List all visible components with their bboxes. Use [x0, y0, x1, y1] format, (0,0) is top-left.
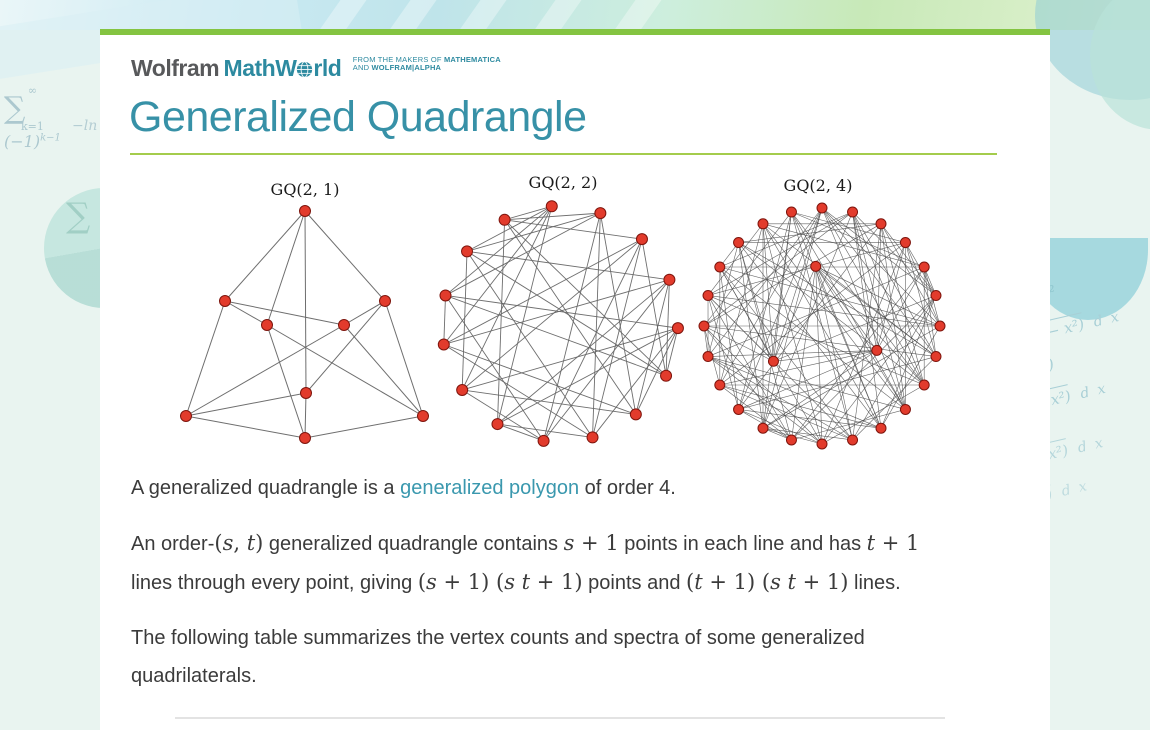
text-segment: points and	[582, 572, 687, 594]
text-segment: ,	[233, 531, 247, 555]
text-segment: + 1	[574, 531, 619, 555]
text-segment: lines.	[848, 572, 901, 594]
page-title: Generalized Quadrangle	[129, 93, 587, 141]
text-segment: t	[866, 531, 876, 555]
text-segment: (	[686, 570, 695, 594]
logo-tagline: FROM THE MAKERS OF MATHEMATICA AND WOLFR…	[352, 54, 501, 72]
text-segment: quadrilaterals.	[131, 665, 257, 687]
generalized-polygon-link[interactable]: generalized polygon	[400, 477, 580, 499]
text-segment: points in each line and has	[618, 533, 867, 555]
paragraph-table-intro: The following table summarizes the verte…	[131, 619, 1031, 695]
text-segment: (	[417, 570, 427, 594]
text-segment: + 1)	[530, 570, 583, 594]
text-segment: lines through every point, giving	[131, 572, 418, 594]
text-segment: s t	[504, 570, 531, 594]
table-top-border	[175, 717, 945, 719]
logo-wolfram-text: Wolfram	[131, 55, 220, 81]
gq24-graph-label: GQ(2, 4)	[784, 176, 853, 195]
gq24-graph-image: GQ(2, 4)	[698, 176, 946, 450]
background-formula-sum2: ∑	[66, 196, 91, 236]
text-segment: )	[255, 531, 264, 555]
text-segment: s t	[770, 570, 796, 594]
text-segment: An order-	[131, 533, 215, 555]
text-segment: of order 4.	[579, 477, 676, 499]
text-segment: + 1) (	[436, 570, 505, 594]
gq22-graph-label: GQ(2, 2)	[529, 173, 598, 192]
globe-icon	[296, 57, 313, 84]
title-underline-rule	[130, 153, 997, 155]
text-segment: The following table summarizes the verte…	[131, 627, 865, 649]
paragraph-definition: A generalized quadrangle is a generalize…	[131, 469, 1031, 507]
text-segment: + 1) (	[702, 570, 771, 594]
text-segment: s	[563, 531, 575, 555]
gq21-graph-image: GQ(2, 1)	[180, 180, 429, 444]
gq21-graph-label: GQ(2, 1)	[271, 180, 340, 199]
text-segment: + 1)	[795, 570, 849, 594]
text-segment: s	[222, 531, 234, 555]
text-segment: t	[694, 570, 703, 594]
text-segment: + 1	[875, 531, 920, 555]
text-segment: (	[214, 531, 223, 555]
background-formula-sum: ∞∑k=1(−1)k−1	[4, 84, 61, 151]
gq22-graph-image: GQ(2, 2)	[437, 173, 684, 447]
teal-blob-decoration	[1090, 0, 1150, 130]
text-segment: generalized quadrangle contains	[263, 533, 564, 555]
paragraph-order-formula: An order-(s, t) generalized quadrangle c…	[131, 524, 1031, 602]
text-segment: s	[426, 570, 437, 594]
text-segment: t	[246, 531, 256, 555]
text-segment: A generalized quadrangle is a	[131, 477, 401, 499]
background-formula-ln: −ln	[72, 118, 98, 134]
